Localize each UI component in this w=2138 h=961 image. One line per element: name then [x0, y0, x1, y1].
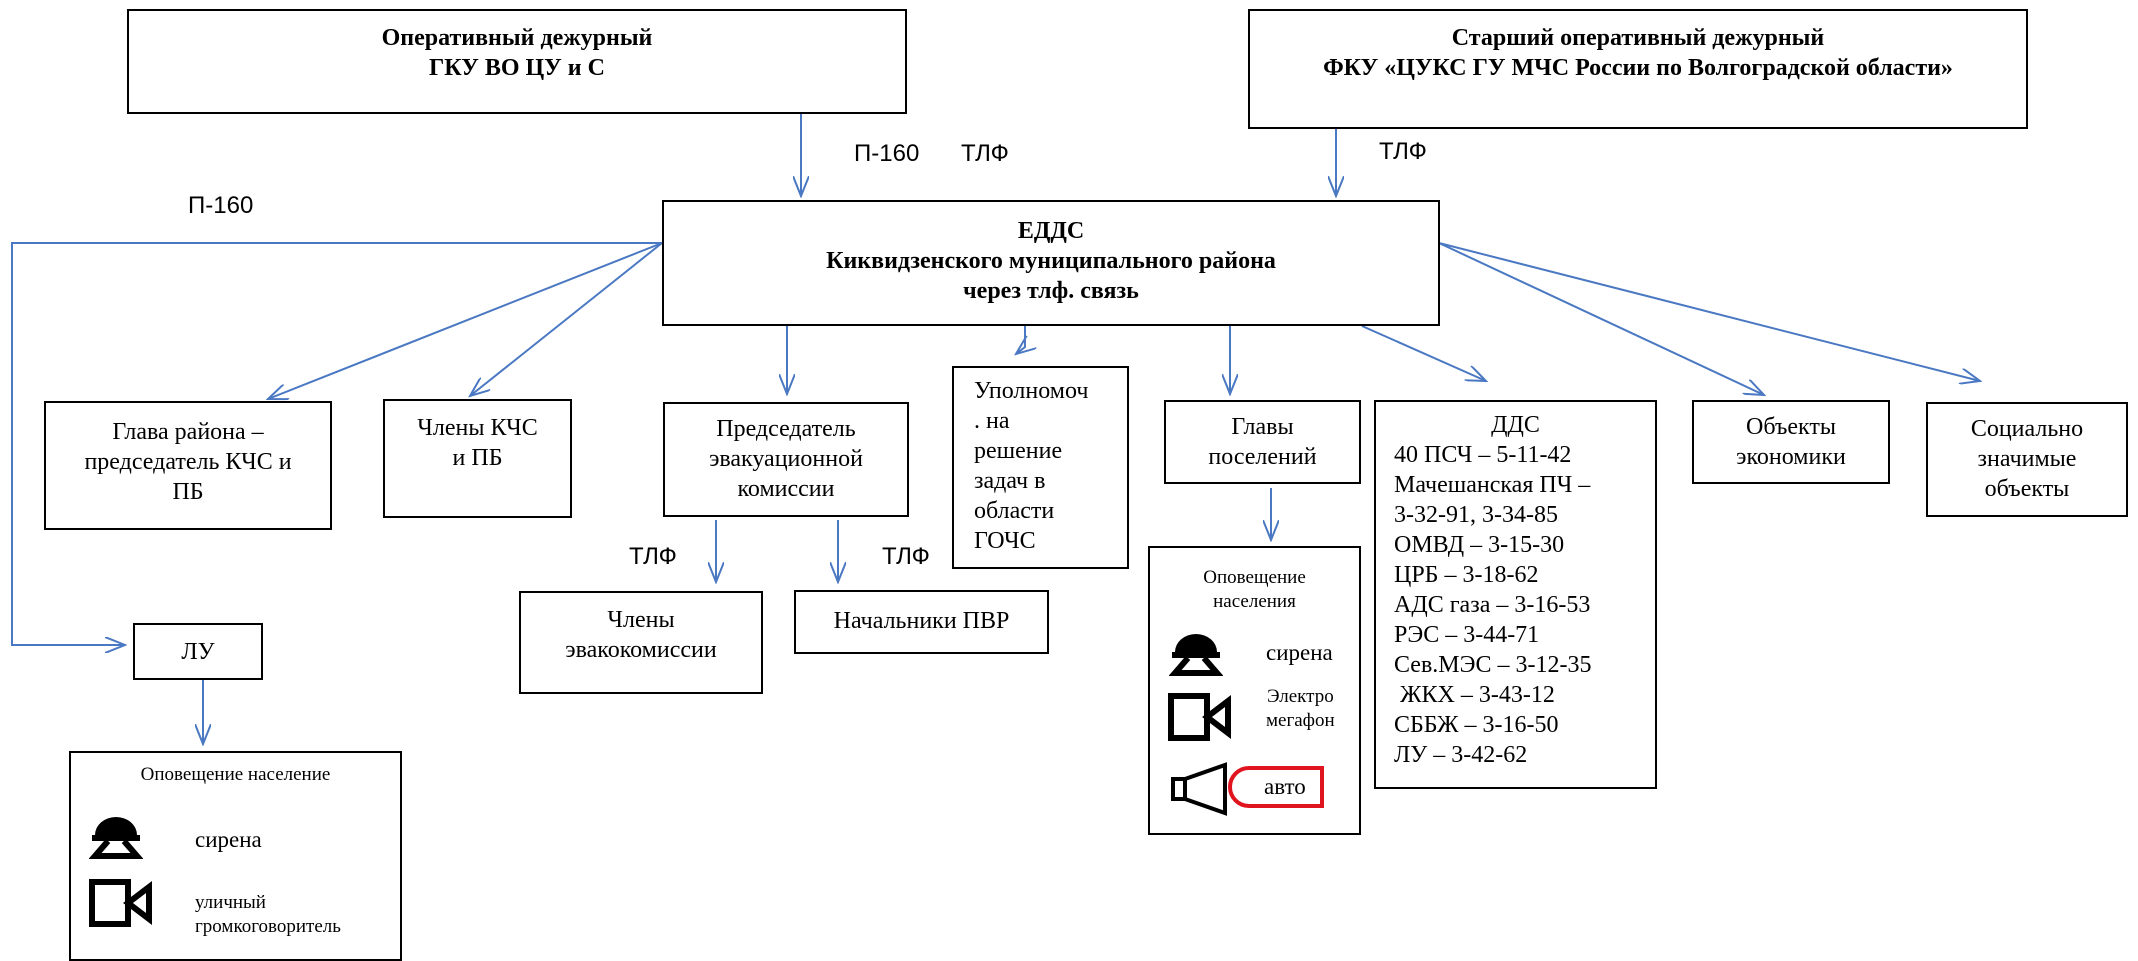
- street-speaker-icon: [89, 879, 152, 927]
- box-line: Глава района –: [112, 419, 264, 445]
- dds-line: ЖКХ – 3-43-12: [1394, 682, 1555, 708]
- box-kchs-members: Члены КЧС и ПБ: [383, 399, 572, 518]
- label-tlf-evac-right: ТЛФ: [882, 543, 930, 570]
- dds-line: АДС газа – 3-16-53: [1394, 592, 1591, 618]
- box-line: Главы: [1231, 414, 1294, 440]
- alert-box-lu: Оповещение население сирена уличный гром…: [69, 751, 402, 961]
- box-lu: ЛУ: [133, 623, 263, 680]
- box-social-objects: Социально значимые объекты: [1926, 402, 2128, 517]
- box-line: Председатель: [716, 416, 856, 442]
- box-line: председатель КЧС и: [84, 449, 292, 475]
- dds-title: ДДС: [1491, 412, 1540, 438]
- dds-line: ЦРБ – 3-18-62: [1394, 562, 1539, 588]
- speaker-label: уличный громкоговоритель: [195, 891, 341, 939]
- box-line: Уполномоч: [974, 378, 1089, 404]
- box-line: экономики: [1736, 444, 1846, 470]
- dds-line: Мачешанская ПЧ –: [1394, 472, 1591, 498]
- box-line: Члены: [607, 607, 675, 633]
- box-line: Объекты: [1746, 414, 1836, 440]
- arrow-edds-to-head: [268, 242, 663, 399]
- box-line: . на: [974, 408, 1010, 434]
- box-line: комиссии: [737, 476, 835, 502]
- dds-line: ЛУ – 3-42-62: [1394, 742, 1528, 768]
- box-evac-members: Члены эвакокомиссии: [519, 591, 763, 694]
- box-evac-commission-chair: Председатель эвакуационной комиссии: [663, 402, 909, 517]
- alert-box-settlements: Оповещение населения сирена Электро мега…: [1148, 546, 1361, 835]
- box-line: поселений: [1208, 444, 1317, 470]
- box-line: значимые: [1977, 446, 2077, 472]
- auto-label: авто: [1264, 774, 1306, 799]
- label-p160-left: П-160: [188, 192, 254, 219]
- box-line: области: [974, 498, 1055, 524]
- box-line: эвакуационной: [709, 446, 863, 472]
- dds-line: СББЖ – 3-16-50: [1394, 712, 1559, 738]
- box-dds: ДДС 40 ПСЧ – 5-11-42 Мачешанская ПЧ – 3-…: [1374, 400, 1657, 789]
- siren-icon: [1169, 634, 1223, 676]
- dds-line: 40 ПСЧ – 5-11-42: [1394, 442, 1572, 468]
- auto-badge: авто: [1228, 766, 1324, 808]
- box-line: Оперативный дежурный: [381, 25, 653, 51]
- box-line: ЛУ: [181, 639, 215, 665]
- car-speaker-icon: [1171, 762, 1227, 816]
- box-line: эвакокомиссии: [565, 637, 717, 663]
- speaker-label-line: уличный: [195, 892, 266, 913]
- dds-line: 3-32-91, 3-34-85: [1394, 502, 1558, 528]
- box-line: объекты: [1984, 476, 2070, 502]
- arrow-edds-to-economy: [1438, 242, 1764, 395]
- box-line: ГКУ ВО ЦУ и С: [429, 55, 605, 81]
- alert-title-line: Оповещение: [1203, 567, 1306, 588]
- megaphone-label: Электро мегафон: [1266, 685, 1335, 733]
- siren-label: сирена: [1266, 640, 1333, 665]
- siren-label: сирена: [195, 827, 262, 852]
- box-line: задач в: [974, 468, 1046, 494]
- box-line: решение: [974, 438, 1063, 464]
- box-line: Киквидзенского муниципального района: [826, 248, 1276, 274]
- alert-title: Оповещение населения: [1150, 566, 1359, 614]
- box-head-of-district: Глава района – председатель КЧС и ПБ: [44, 401, 332, 530]
- label-p160-top: П-160: [854, 140, 920, 167]
- box-line: ГОЧС: [974, 528, 1036, 554]
- box-operational-duty: Оперативный дежурный ГКУ ВО ЦУ и С: [127, 9, 907, 114]
- arrow-edds-to-lu: [11, 242, 662, 645]
- megaphone-label-line: Электро: [1266, 686, 1334, 707]
- box-authorized-gochs: Уполномоч . на решение задач в области Г…: [952, 366, 1129, 569]
- box-line: и ПБ: [452, 445, 503, 471]
- box-edds: ЕДДС Киквидзенского муниципального район…: [662, 200, 1440, 326]
- megaphone-label-line: мегафон: [1266, 710, 1335, 731]
- arrow-edds-to-authorized: [1016, 326, 1025, 354]
- alert-lu-title: Оповещение население: [140, 764, 331, 785]
- box-line: ПБ: [172, 479, 204, 505]
- arrow-edds-to-social: [1438, 242, 1980, 381]
- alert-title-line: населения: [1213, 591, 1296, 612]
- dds-line: РЭС – 3-44-71: [1394, 622, 1540, 648]
- label-tlf-top: ТЛФ: [961, 140, 1009, 167]
- box-line: Начальники ПВР: [833, 608, 1010, 634]
- siren-icon: [89, 817, 143, 859]
- label-tlf-evac-left: ТЛФ: [629, 543, 677, 570]
- box-senior-operational-duty: Старший оперативный дежурный ФКУ «ЦУКС Г…: [1248, 9, 2028, 129]
- box-line: ЕДДС: [1017, 218, 1085, 244]
- box-line: Члены КЧС: [417, 415, 538, 441]
- box-line: ФКУ «ЦУКС ГУ МЧС России по Волгоградской…: [1323, 55, 1953, 81]
- box-pvr-heads: Начальники ПВР: [794, 590, 1049, 654]
- arrow-edds-to-dds: [1361, 325, 1486, 381]
- arrow-edds-to-kchs: [470, 242, 663, 396]
- label-tlf-right: ТЛФ: [1379, 138, 1427, 165]
- dds-line: Сев.МЭС – 3-12-35: [1394, 652, 1592, 678]
- box-economy-objects: Объекты экономики: [1692, 400, 1890, 484]
- dds-line: ОМВД – 3-15-30: [1394, 532, 1565, 558]
- box-settlement-heads: Главы поселений: [1164, 400, 1361, 484]
- megaphone-icon: [1168, 693, 1231, 741]
- speaker-label-line: громкоговоритель: [195, 916, 341, 937]
- box-line: Социально: [1970, 416, 2084, 442]
- box-line: через тлф. связь: [963, 278, 1139, 304]
- box-line: Старший оперативный дежурный: [1451, 25, 1825, 51]
